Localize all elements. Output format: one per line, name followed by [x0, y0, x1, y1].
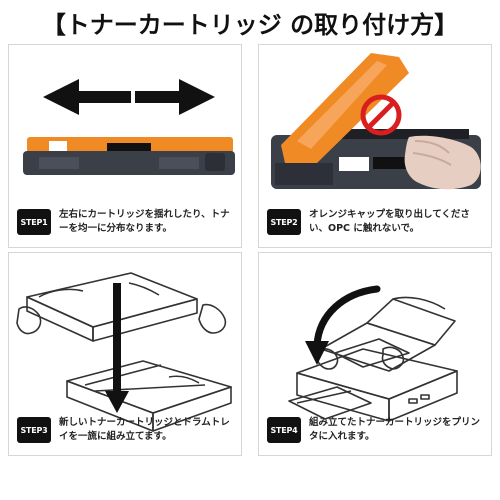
page-title: 【トナーカートリッジ の取り付け方】 [41, 10, 459, 39]
step4-badge: STEP4 [267, 417, 301, 443]
step2-illustration [271, 53, 481, 190]
shake-right-arrow [135, 79, 215, 115]
step1-illustration [23, 79, 235, 175]
insert-curved-arrow [313, 285, 381, 349]
step3-illustration [16, 272, 232, 432]
step3-badge: STEP3 [17, 417, 51, 443]
step4-illustration [288, 285, 458, 422]
step2-text: オレンジキャップを取り出してください、OPC に触れないで。 [309, 209, 470, 234]
insert-down-arrow [105, 283, 129, 413]
step3-text: 新しいトナーカートリッジとドラムトレイを一旒に組み立てます。 [59, 417, 230, 442]
step4-panel: STEP4 組み立てたトナーカートリッジをプリンタに入れます。 [258, 252, 492, 456]
header: 【トナーカートリッジ の取り付け方】 [0, 0, 500, 44]
step2-badge: STEP2 [267, 209, 301, 235]
step3: STEP3 新しいトナーカートリッジとドラムトレイを一旒に組み立てます。 [9, 413, 241, 455]
step1-badge: STEP1 [17, 209, 51, 235]
step4-text: 組み立てたトナーカートリッジをプリンタに入れます。 [309, 417, 481, 442]
step2-panel: STEP2 オレンジキャップを取り出してください、OPC に触れないで。 [258, 44, 492, 248]
shake-left-arrow [43, 79, 131, 115]
step1-panel: STEP1 左右にカートリッジを揺れしたり、トナーを均一に分布なります。 [8, 44, 242, 248]
step3-panel: STEP3 新しいトナーカートリッジとドラムトレイを一旒に組み立てます。 [8, 252, 242, 456]
step2: STEP2 オレンジキャップを取り出してください、OPC に触れないで。 [259, 205, 491, 247]
step1: STEP1 左右にカートリッジを揺れしたり、トナーを均一に分布なります。 [9, 205, 241, 247]
step4: STEP4 組み立てたトナーカートリッジをプリンタに入れます。 [259, 413, 491, 455]
step1-text: 左右にカートリッジを揺れしたり、トナーを均一に分布なります。 [59, 209, 230, 234]
